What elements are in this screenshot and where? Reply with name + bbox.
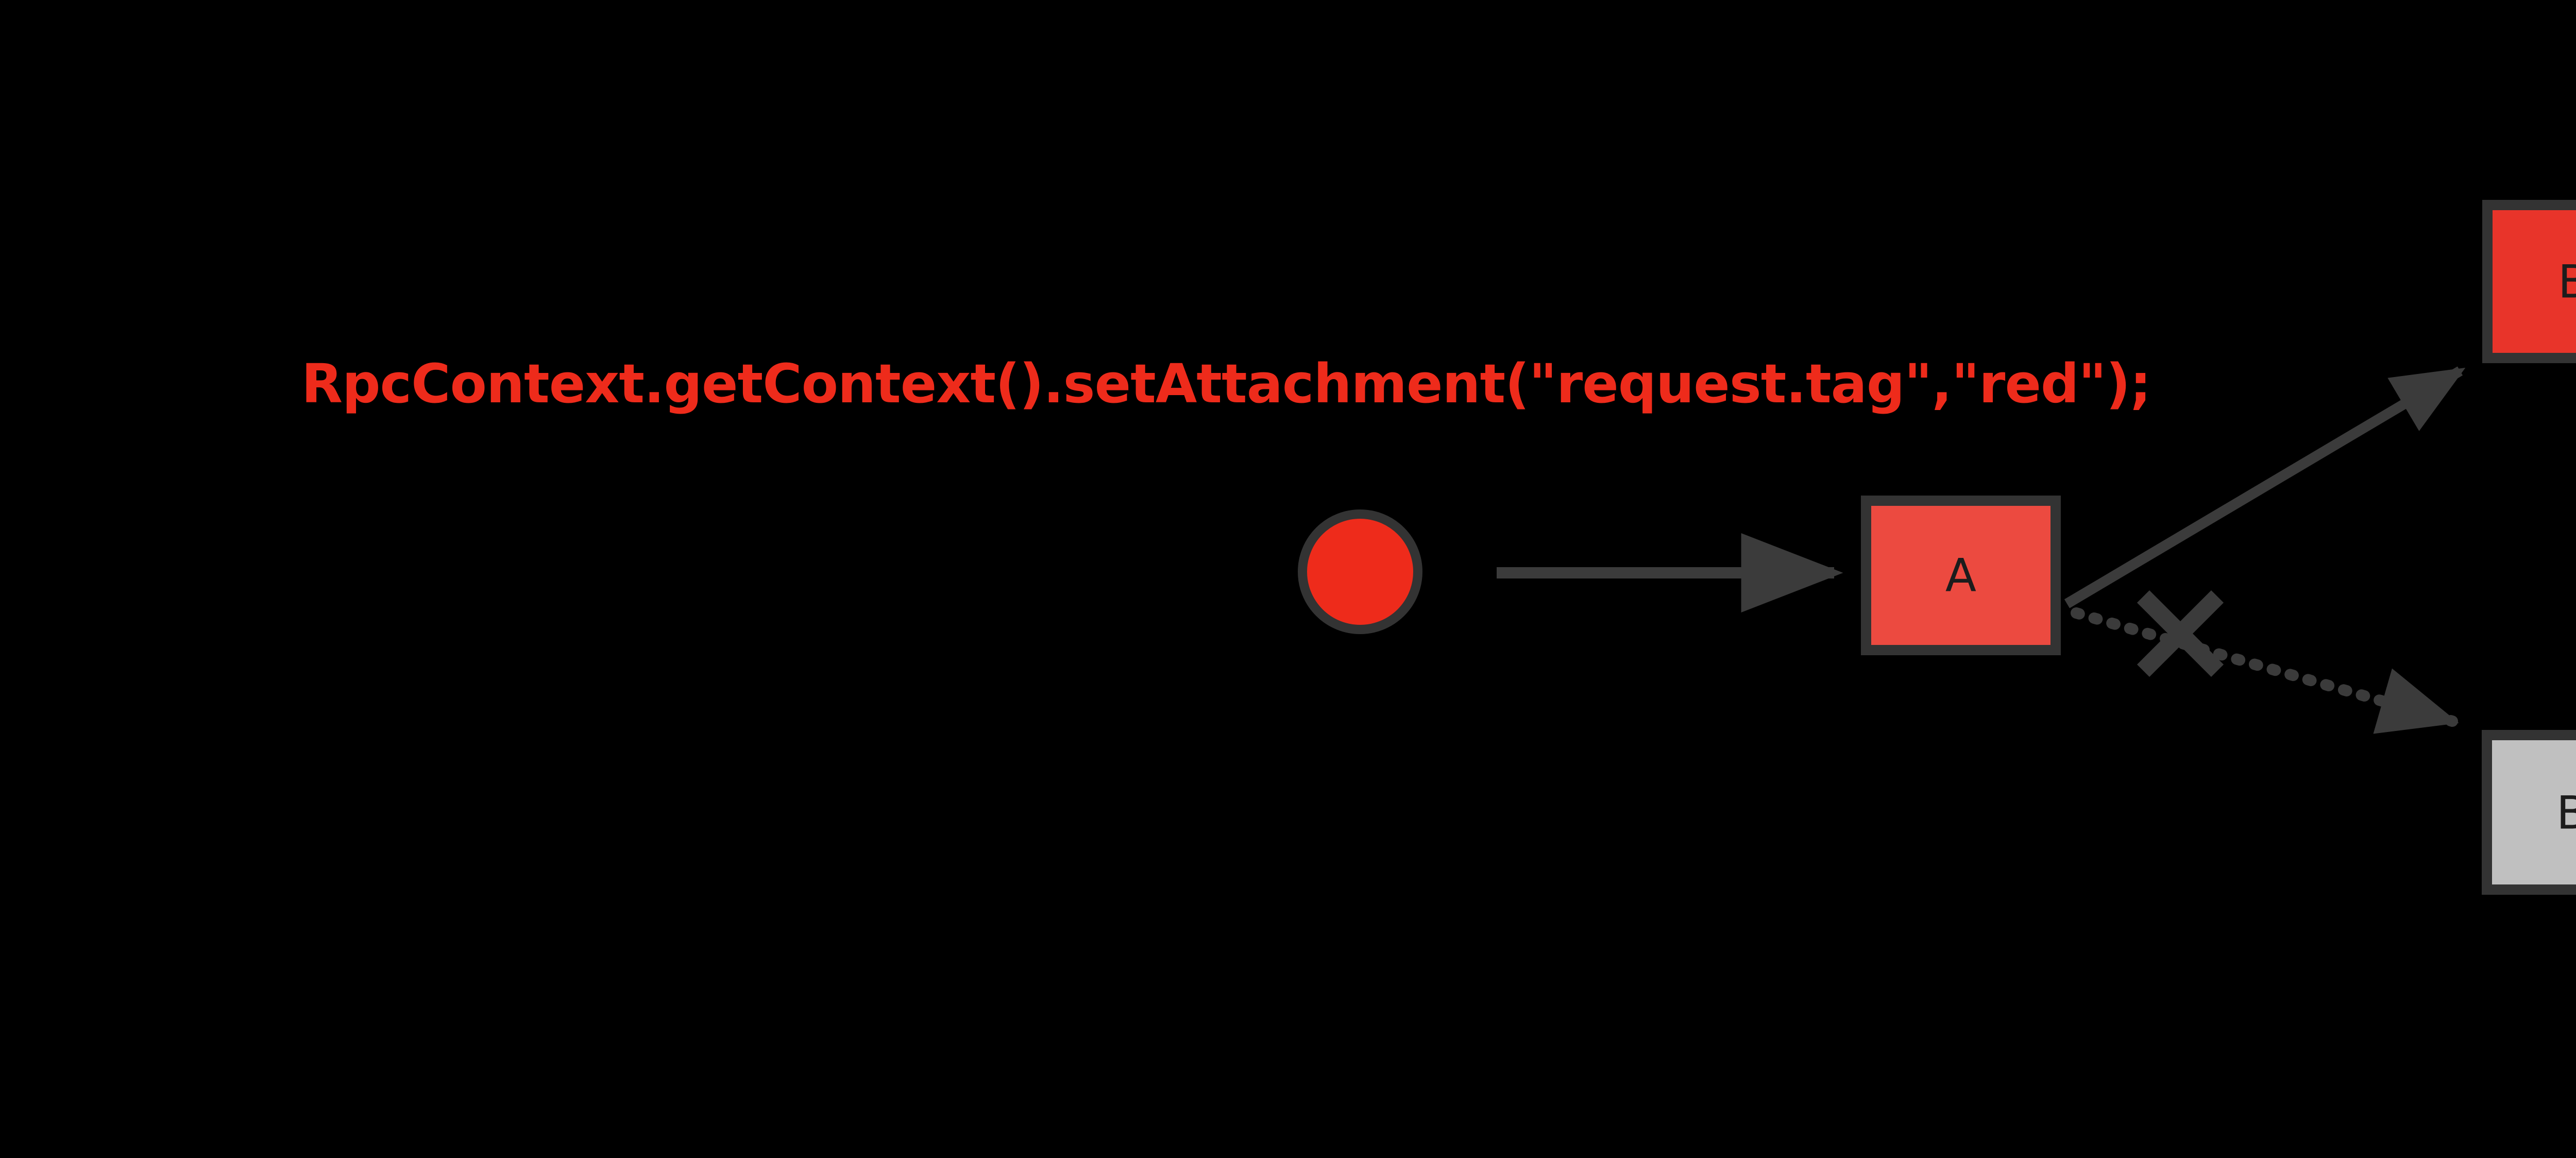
tag-attachment-code-label: RpcContext.getContext().setAttachment("r… xyxy=(301,352,2151,415)
node-b-red-label: B xyxy=(2558,256,2576,309)
block-x-icon-a-to-b-gray xyxy=(2137,590,2224,677)
node-a[interactable]: A xyxy=(1861,496,2061,655)
node-b-red[interactable]: B xyxy=(2482,200,2576,363)
edge-a-to-b-red xyxy=(2064,366,2466,608)
blocked-marker-layer xyxy=(2137,590,2224,677)
consumer-circle-node[interactable] xyxy=(1298,509,1422,634)
node-a-box[interactable] xyxy=(1861,496,2061,655)
edge-a-to-b-gray xyxy=(2071,607,2459,734)
node-b-red-box[interactable] xyxy=(2482,200,2576,363)
edge-layer xyxy=(1497,366,2466,734)
node-a-label: A xyxy=(1945,549,1976,602)
consumer-circle-shape[interactable] xyxy=(1298,509,1422,634)
node-b-gray-box[interactable] xyxy=(2482,730,2576,895)
node-b-gray[interactable]: B xyxy=(2482,730,2576,895)
node-b-gray-label: B xyxy=(2556,787,2576,840)
